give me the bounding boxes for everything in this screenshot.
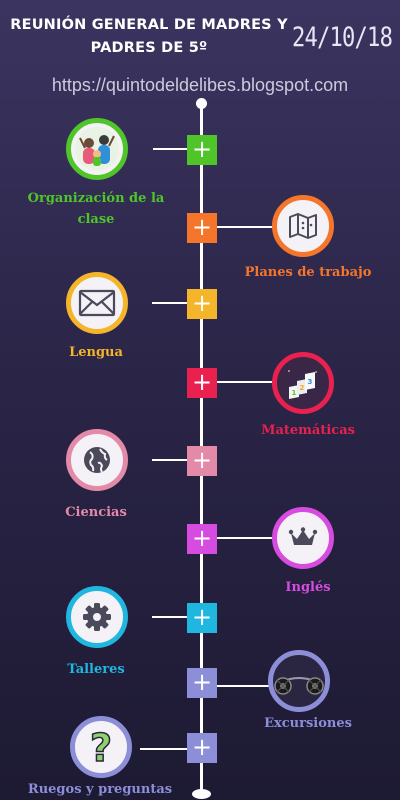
connector-lengua — [152, 302, 187, 304]
map-icon — [287, 210, 319, 242]
connector-ruegos — [140, 748, 187, 750]
matematicas-circle: 1 2 3 — [272, 352, 334, 414]
timeline-start-dot — [196, 98, 207, 109]
gear-icon — [82, 602, 112, 632]
connector-matematicas — [217, 381, 273, 383]
question-icon: ? — [86, 727, 116, 767]
expand-talleres-button[interactable]: + — [187, 603, 217, 633]
ingles-label: Inglés — [285, 580, 331, 595]
blog-url[interactable]: https://quintodeldelibes.blogspot.com — [51, 75, 349, 95]
connector-ingles — [217, 537, 273, 539]
expand-lengua-button[interactable]: + — [187, 289, 217, 319]
excursiones-label: Excursiones — [264, 716, 352, 731]
family-icon — [74, 126, 120, 172]
connector-excursiones — [217, 685, 273, 687]
ciencias-circle — [66, 429, 128, 491]
lengua-circle — [66, 272, 128, 334]
matematicas-label: Matemáticas — [261, 423, 355, 438]
ruegos-label: Ruegos y preguntas — [27, 782, 173, 797]
planes-circle — [272, 195, 334, 257]
expand-excursiones-button[interactable]: + — [187, 668, 217, 698]
organizacion-label: Organización de la clase — [27, 191, 165, 227]
bus-icon — [273, 666, 325, 696]
expand-organizacion-button[interactable]: + — [187, 135, 217, 165]
expand-planes-button[interactable]: + — [187, 213, 217, 243]
ingles-circle — [272, 507, 334, 569]
talleres-circle — [66, 586, 128, 648]
ciencias-label: Ciencias — [65, 505, 127, 520]
planes-label: Planes de trabajo — [244, 265, 372, 280]
timeline-end-dot — [192, 789, 211, 799]
connector-talleres — [152, 616, 187, 618]
lengua-label: Lengua — [69, 345, 123, 360]
expand-ingles-button[interactable]: + — [187, 524, 217, 554]
svg-text:2: 2 — [300, 384, 305, 392]
svg-text:?: ? — [90, 727, 112, 767]
crown-icon — [288, 527, 318, 549]
expand-ciencias-button[interactable]: + — [187, 446, 217, 476]
svg-text:1: 1 — [292, 389, 297, 397]
talleres-label: Talleres — [67, 662, 125, 677]
connector-planes — [217, 226, 273, 228]
number-blocks-icon: 1 2 3 — [283, 363, 323, 403]
ruegos-circle: ? — [70, 716, 132, 778]
connector-ciencias — [152, 459, 187, 461]
excursiones-circle — [268, 650, 330, 712]
globe-icon — [80, 443, 114, 477]
expand-ruegos-button[interactable]: + — [187, 733, 217, 763]
organizacion-circle — [66, 118, 128, 180]
envelope-icon — [78, 289, 116, 317]
svg-text:3: 3 — [308, 378, 313, 386]
expand-matematicas-button[interactable]: + — [187, 368, 217, 398]
connector-organizacion — [153, 148, 187, 150]
meeting-date: 24/10/18 — [292, 22, 393, 53]
page-title: REUNIÓN GENERAL DE MADRES Y PADRES DE 5º — [10, 17, 288, 56]
